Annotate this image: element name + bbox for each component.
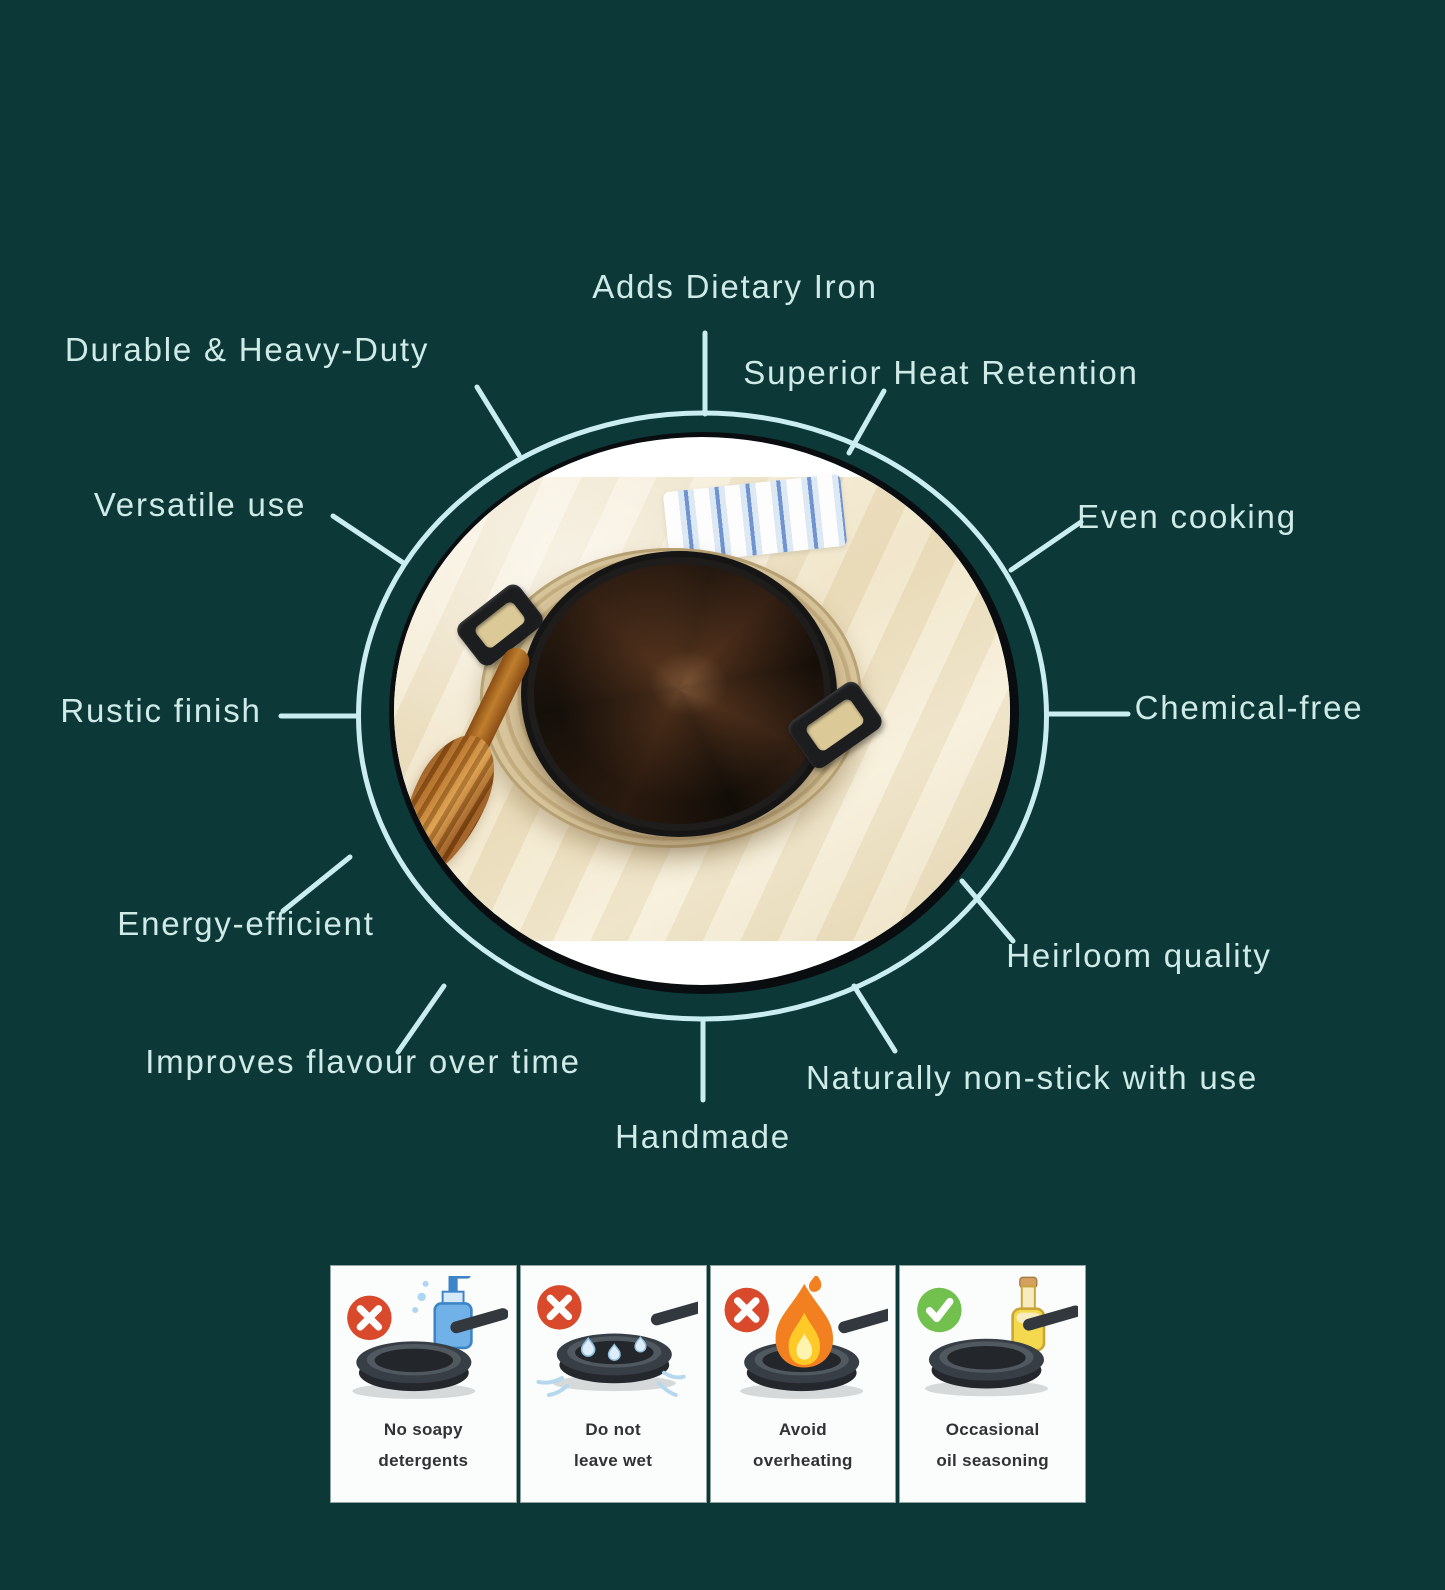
soap-dispenser-icon xyxy=(412,1276,474,1350)
care-card-oil-seasoning: Occasional oil seasoning xyxy=(899,1265,1086,1503)
oil-bottle-icon xyxy=(1010,1276,1045,1352)
feature-chemical-free: Chemical-free xyxy=(1134,689,1364,726)
care-label: No soapy detergents xyxy=(378,1414,468,1476)
care-card-do-not-leave-wet: Do not leave wet xyxy=(519,1265,707,1503)
prohibited-icon xyxy=(724,1288,768,1332)
care-label: Do not leave wet xyxy=(574,1414,652,1476)
feature-rustic-finish: Rustic finish xyxy=(60,692,262,729)
feature-versatile-use: Versatile use xyxy=(93,486,307,523)
no-soap-icon xyxy=(338,1276,509,1399)
splash-icon xyxy=(536,1370,686,1397)
care-label-line: oil seasoning xyxy=(936,1451,1049,1470)
feature-energy-efficient: Energy-efficient xyxy=(117,905,375,942)
feature-superior-heat-retention: Superior Heat Retention xyxy=(743,354,1139,391)
overheating-pan-icon xyxy=(718,1276,888,1399)
care-label-line: Do not xyxy=(585,1420,641,1439)
care-card-no-soap: No soapy detergents xyxy=(330,1265,517,1503)
feature-naturally-non-stick: Naturally non-stick with use xyxy=(805,1059,1259,1096)
prohibited-icon xyxy=(348,1296,392,1340)
wet-pan-icon xyxy=(528,1276,699,1397)
care-label-line: Occasional xyxy=(945,1420,1040,1439)
care-label-line: overheating xyxy=(753,1451,853,1470)
feature-heirloom-quality: Heirloom quality xyxy=(1006,937,1272,974)
feature-even-cooking: Even cooking xyxy=(1077,498,1297,535)
care-label-line: leave wet xyxy=(573,1451,653,1470)
product-photo-medallion xyxy=(394,437,1010,985)
flame-icon xyxy=(775,1276,833,1368)
prohibited-icon xyxy=(537,1285,581,1329)
care-card-avoid-overheating: Avoid overheating xyxy=(709,1265,897,1503)
feature-durable-heavy-duty: Durable & Heavy-Duty xyxy=(64,331,430,368)
allowed-icon xyxy=(917,1288,961,1332)
product-photo xyxy=(394,473,1010,941)
care-label-line: Avoid xyxy=(778,1420,827,1439)
feature-handmade: Handmade xyxy=(615,1118,791,1155)
care-label-line: detergents xyxy=(378,1451,469,1470)
feature-adds-dietary-iron: Adds Dietary Iron xyxy=(592,268,878,305)
care-label-line: No soapy xyxy=(383,1420,463,1439)
care-label: Avoid overheating xyxy=(753,1414,853,1476)
care-label: Occasional oil seasoning xyxy=(936,1414,1049,1476)
cast-iron-tawa xyxy=(521,551,837,837)
feature-improves-flavour: Improves flavour over time xyxy=(145,1043,581,1080)
oil-seasoning-icon xyxy=(908,1276,1078,1397)
care-instructions-row: No soapy detergents xyxy=(330,1265,1086,1503)
